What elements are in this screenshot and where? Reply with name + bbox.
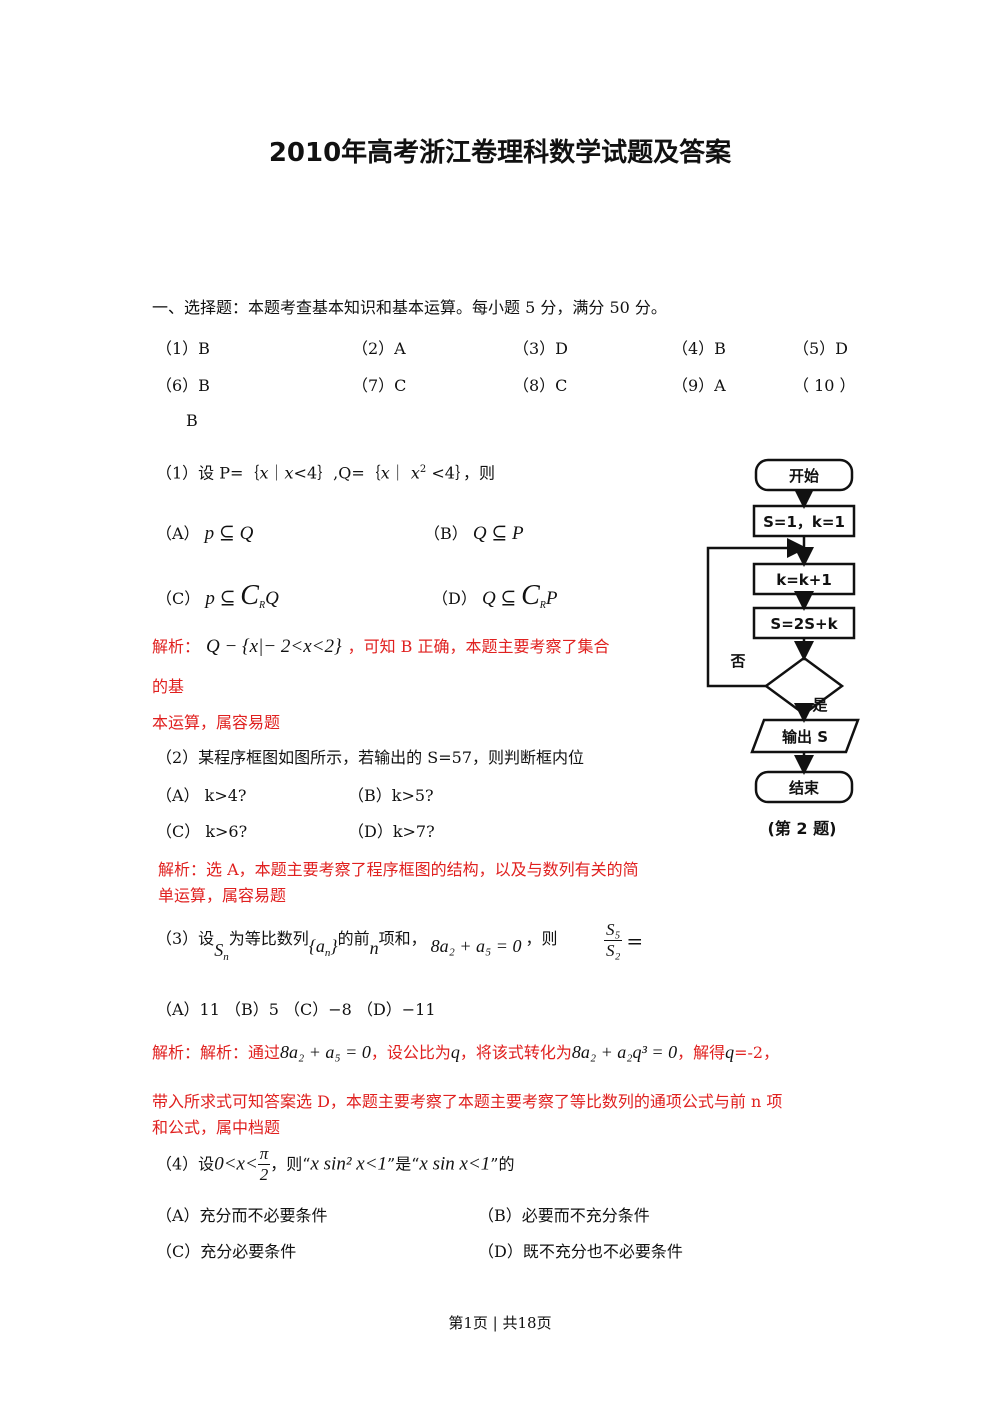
page-title: 2010年高考浙江卷理科数学试题及答案 (268, 138, 732, 168)
answer-10-label: （ 10 ） (793, 376, 856, 395)
q1-stem: （1）设 P=｛x｜x<4｝,Q=｛x｜ x2 <4｝，则 (156, 463, 495, 483)
answer-3: （3）D (513, 339, 569, 358)
flow-loop-back-arrow (706, 538, 807, 688)
q4-option-c: （C）充分必要条件 (156, 1242, 297, 1261)
answer-8: （8）C (513, 376, 568, 395)
answer-5: （5）D (793, 339, 849, 358)
q4-option-d: （D）既不充分也不必要条件 (478, 1242, 683, 1261)
q2-stem: （2）某程序框图如图所示，若输出的 S=57，则判断框内位 (156, 748, 584, 767)
section-heading: 一、选择题：本题考查基本知识和基本运算。每小题 5 分，满分 50 分。 (152, 298, 667, 317)
flow-init-label: S=1，k=1 (763, 513, 845, 531)
q2-option-d: （D）k>7? (348, 822, 435, 841)
q2-option-c: （C） k>6? (156, 822, 248, 841)
q2-analysis-line2: 单运算，属容易题 (158, 886, 287, 905)
q3-analysis-line3: 和公式，属中档题 (152, 1118, 281, 1137)
flow-start-label: 开始 (789, 467, 819, 485)
q1-option-b: （B） Q ⊆ P (424, 523, 524, 544)
q2-analysis-line1: 解析：选 A，本题主要考察了程序框图的结构，以及与数列有关的简 (158, 860, 639, 879)
q2-option-b: （B）k>5? (348, 786, 434, 805)
flow-caption: (第 2 题) (768, 819, 837, 838)
q3-options: （A）11 （B）5 （C）−8 （D）−11 (156, 1000, 436, 1019)
flow-output-label: 输出 S (782, 728, 828, 746)
flow-output-box (750, 718, 860, 754)
q4-option-b: （B）必要而不充分条件 (478, 1206, 650, 1225)
flow-decision-diamond (763, 656, 845, 716)
flow-yes-label: 是 (811, 696, 828, 714)
q2-option-a: （A） k>4? (156, 786, 247, 805)
flow-step1-label: k=k+1 (776, 571, 832, 589)
q1-analysis: 解析：Q − {x|− 2<x<2}，可知 B 正确，本题主要考察了集合 (152, 636, 610, 657)
answer-10-value: B (186, 411, 198, 430)
flow-no-label: 否 (729, 652, 745, 670)
program-flowchart: 开始 S=1，k=1 k=k+1 S=2S+k 否 是 输出 S 结束 (第 2… (706, 458, 860, 838)
answer-2: （2）A (352, 339, 406, 358)
q3-analysis: 解析：解析：通过8a₂ + a₅ = 0，设公比为q，将该式转化为8a₂ + a… (152, 1042, 780, 1062)
flow-step2-label: S=2S+k (770, 615, 838, 633)
page-footer: 第1页 | 共18页 (448, 1314, 552, 1332)
q1-option-d: （D） Q ⊆ CRP (432, 580, 558, 612)
q3-stem: （3）设Sn为等比数列{an}的前n项和，8a₂ + a₅ = 0，则 (156, 929, 558, 964)
q1-option-a: （A） p ⊆ Q (156, 523, 254, 544)
q1-option-c: （C） p ⊆ CRQ (156, 580, 279, 612)
answer-9: （9）A (672, 376, 726, 395)
q1-analysis-line2: 的基 (152, 677, 185, 696)
q1-analysis-line3: 本运算，属容易题 (152, 713, 281, 732)
flow-end-label: 结束 (789, 779, 820, 797)
q4-option-a: （A）充分而不必要条件 (156, 1206, 328, 1225)
answer-4: （4）B (672, 339, 726, 358)
answer-1: （1）B (156, 339, 210, 358)
answer-7: （7）C (352, 376, 407, 395)
answer-6: （6）B (156, 376, 210, 395)
q3-analysis-line2: 带入所求式可知答案选 D，本题主要考察了本题主要考察了等比数列的通项公式与前 n… (152, 1092, 783, 1111)
